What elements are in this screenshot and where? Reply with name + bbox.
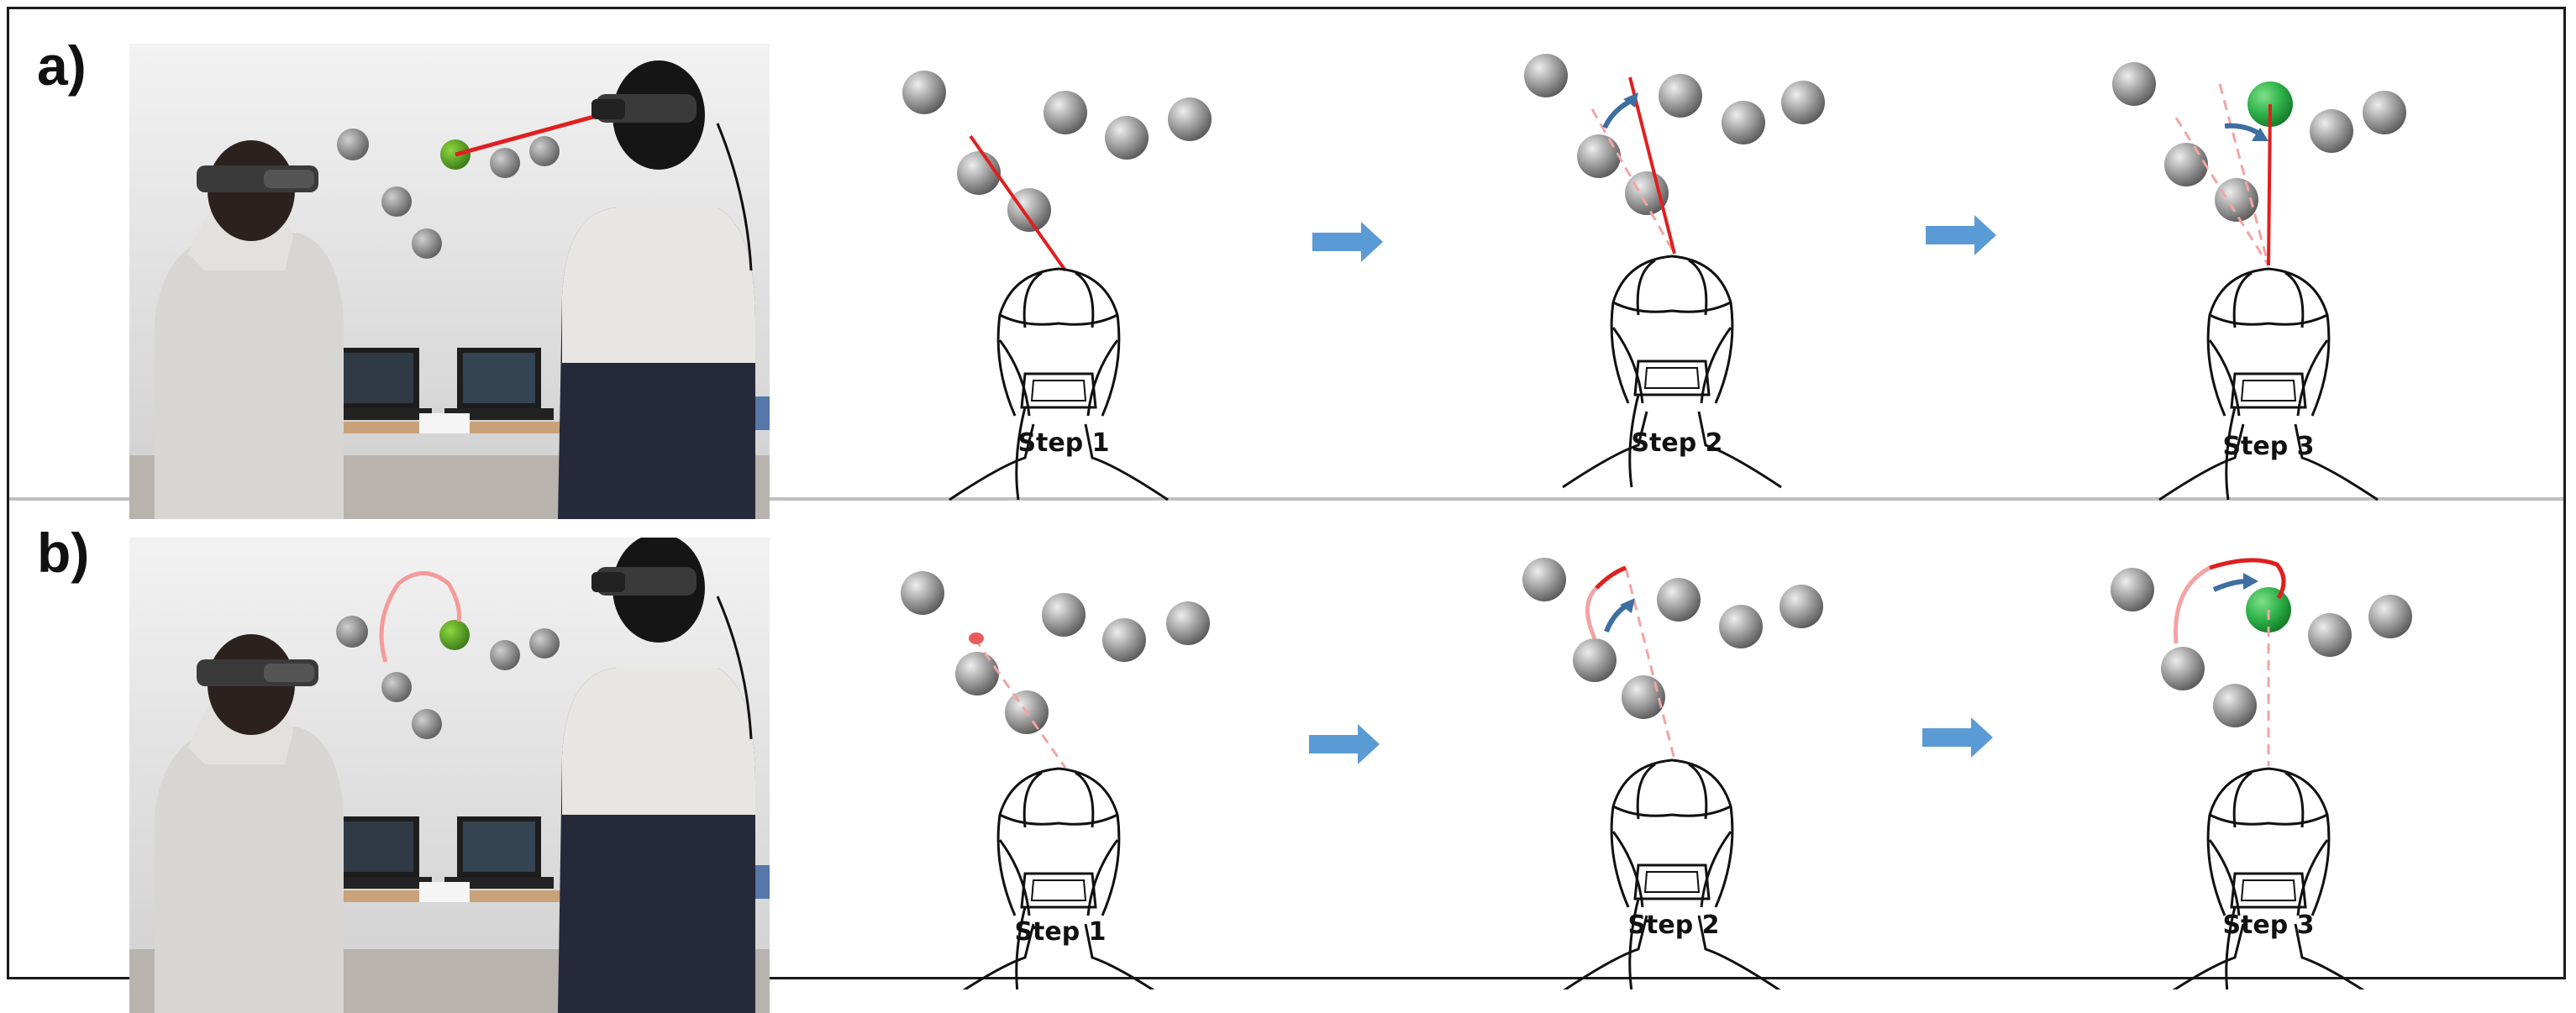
photo-panel-a xyxy=(129,44,770,519)
row-b-step1-sketch xyxy=(901,571,1210,989)
row-a-step2-label: Step 2 xyxy=(1631,428,1723,458)
row-a-step3-label: Step 3 xyxy=(2222,432,2315,461)
photo-panel-b xyxy=(129,538,770,1013)
sketch-layer xyxy=(901,54,2412,989)
row-a-step1-label: Step 1 xyxy=(1017,428,1110,458)
flow-arrow-b1 xyxy=(1309,724,1380,764)
row-b-step2-sketch xyxy=(1522,558,1823,989)
flow-arrow-a1 xyxy=(1312,222,1383,262)
row-a-step1-sketch xyxy=(902,71,1212,501)
figure-frame xyxy=(7,7,2566,979)
flow-arrow-b2 xyxy=(1922,717,1993,758)
row-a-step3-sketch xyxy=(2112,62,2406,501)
row-b-step2-label: Step 2 xyxy=(1627,911,1720,940)
row-b-step3-sketch xyxy=(2111,558,2412,989)
row-b-step1-label: Step 1 xyxy=(1014,917,1107,947)
panel-divider xyxy=(9,497,2563,501)
flow-arrow-a2 xyxy=(1926,215,1996,255)
panel-a-label: a) xyxy=(37,34,87,97)
row-b-step3-label: Step 3 xyxy=(2222,911,2315,940)
panel-b-label: b) xyxy=(37,522,90,584)
row-a-step2-sketch xyxy=(1524,54,1825,489)
